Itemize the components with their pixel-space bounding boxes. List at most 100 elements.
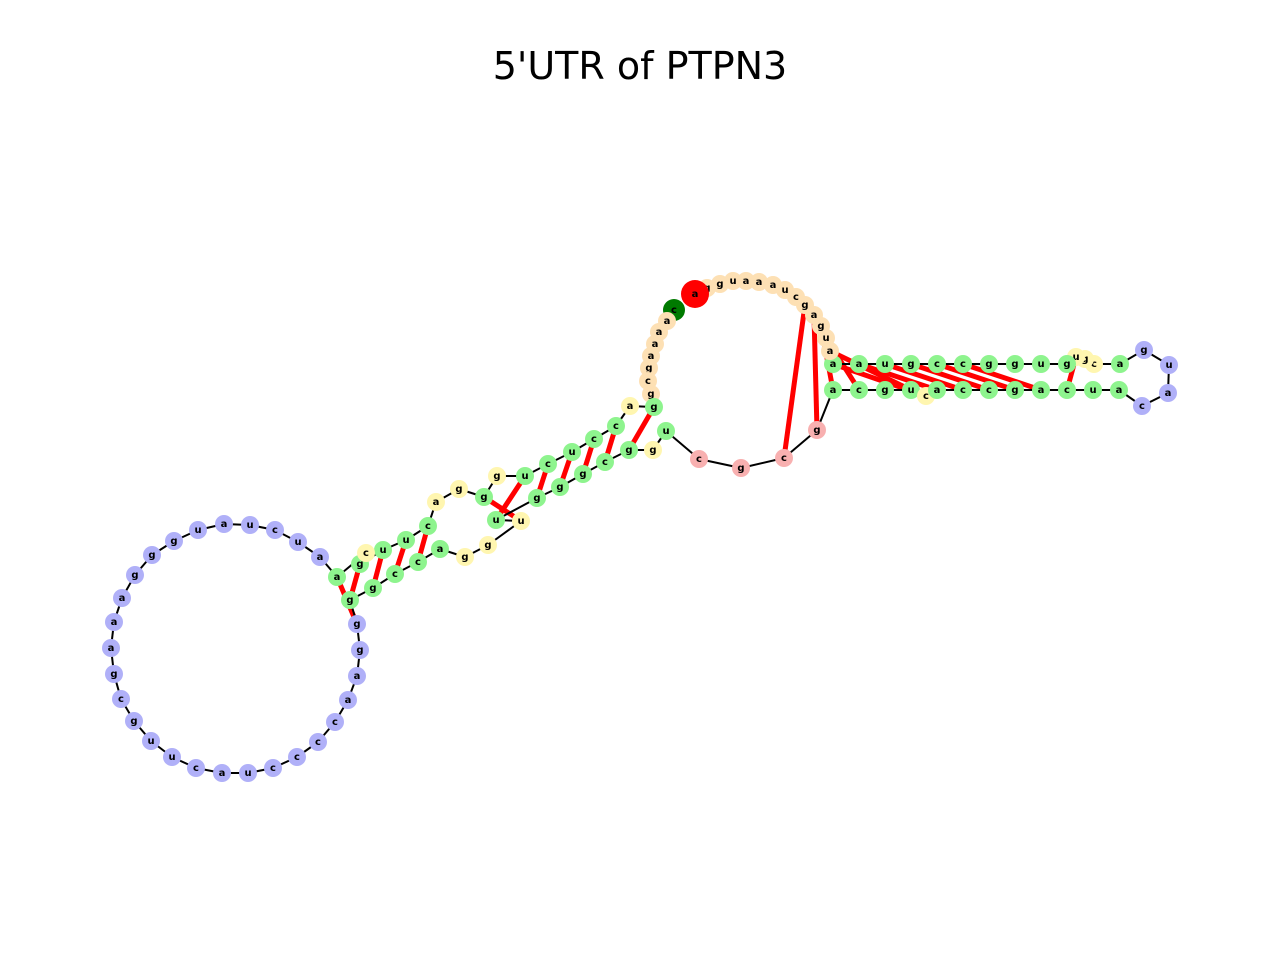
nucleotide-label: c xyxy=(270,763,276,774)
nucleotide-64: g xyxy=(551,478,569,496)
nucleotide-113: a xyxy=(750,273,768,291)
nucleotide-label: g xyxy=(356,645,363,656)
nucleotide-dot xyxy=(326,713,344,731)
nucleotide-dot xyxy=(681,280,709,308)
nucleotide-dot xyxy=(928,381,946,399)
nucleotide-dot xyxy=(113,589,131,607)
nucleotide-label: g xyxy=(813,425,820,436)
nucleotide-98: g xyxy=(980,355,998,373)
nucleotide-36: a xyxy=(105,613,123,631)
nucleotide-label: a xyxy=(756,277,763,288)
nucleotide-label: u xyxy=(1089,385,1096,396)
nucleotide-label: a xyxy=(743,276,750,287)
nucleotide-11: c xyxy=(607,417,625,435)
base-pair-bond xyxy=(962,361,1042,393)
nucleotide-dot xyxy=(105,665,123,683)
nucleotide-label: u xyxy=(1037,359,1044,370)
nucleotide-33: g xyxy=(143,546,161,564)
nucleotide-label: c xyxy=(118,694,124,705)
nucleotide-26: a xyxy=(311,548,329,566)
nucleotide-label: g xyxy=(484,540,491,551)
nucleotide-label: u xyxy=(568,447,575,458)
nucleotide-label: g xyxy=(461,552,468,563)
nucleotide-dot xyxy=(112,690,130,708)
nucleotide-label: a xyxy=(770,280,777,291)
nucleotide-dot xyxy=(142,732,160,750)
nucleotide-label: c xyxy=(591,434,597,445)
nucleotide-dot xyxy=(1110,381,1128,399)
nucleotide-100: c xyxy=(928,355,946,373)
nucleotide-label: g xyxy=(356,559,363,570)
nucleotide-label: g xyxy=(353,619,360,630)
nucleotide-label: a xyxy=(108,643,115,654)
nucleotide-dot xyxy=(479,536,497,554)
nucleotide-label: c xyxy=(793,292,799,303)
nucleotide-30: a xyxy=(215,515,233,533)
nucleotide-label: g xyxy=(881,385,888,396)
nucleotide-dot xyxy=(311,548,329,566)
nucleotide-65: g xyxy=(574,465,592,483)
nucleotide-dot xyxy=(1032,355,1050,373)
nucleotide-101: g xyxy=(902,355,920,373)
nucleotide-dot xyxy=(143,546,161,564)
nucleotide-dot xyxy=(163,748,181,766)
nucleotide-label: a xyxy=(830,385,837,396)
nucleotide-dot xyxy=(1159,384,1177,402)
nucleotide-label: a xyxy=(656,327,663,338)
nucleotide-dot xyxy=(1058,381,1076,399)
nucleotide-62: u xyxy=(487,511,505,529)
nucleotide-dot xyxy=(239,764,257,782)
nucleotide-label: g xyxy=(480,492,487,503)
nucleotide-99: c xyxy=(954,355,972,373)
nucleotide-dot xyxy=(1032,381,1050,399)
nucleotide-label: g xyxy=(131,570,138,581)
nucleotide-dot xyxy=(645,398,663,416)
nucleotide-label: g xyxy=(533,493,540,504)
nucleotide-dot xyxy=(954,355,972,373)
nucleotide-label: c xyxy=(1139,401,1145,412)
nucleotide-91: a xyxy=(1111,355,1129,373)
nucleotide-label: g xyxy=(130,716,137,727)
nucleotide-label: u xyxy=(379,545,386,556)
nucleotide-dot xyxy=(1058,355,1076,373)
nucleotide-dot xyxy=(775,449,793,467)
nucleotide-dot xyxy=(1160,356,1178,374)
nucleotide-label: c xyxy=(671,305,677,316)
nucleotide-label: g xyxy=(647,389,654,400)
nucleotide-dot xyxy=(1135,341,1153,359)
nucleotide-dot xyxy=(189,521,207,539)
nucleotide-54: g xyxy=(341,591,359,609)
nucleotide-72: c xyxy=(775,449,793,467)
nucleotide-dot xyxy=(737,272,755,290)
nucleotide-label: u xyxy=(881,359,888,370)
nucleotide-label: c xyxy=(781,453,787,464)
nucleotide-102: u xyxy=(876,355,894,373)
nucleotide-label: a xyxy=(437,544,444,555)
nucleotide-label: g xyxy=(645,363,652,374)
nucleotide-dot xyxy=(409,553,427,571)
nucleotide-label: c xyxy=(613,421,619,432)
nucleotide-14: c xyxy=(539,455,557,473)
nucleotide-dot xyxy=(241,516,259,534)
nucleotide-label: c xyxy=(1064,385,1070,396)
nucleotide-label: c xyxy=(315,737,321,748)
nucleotide-label: g xyxy=(579,469,586,480)
nucleotide-label: c xyxy=(960,385,966,396)
nucleotide-dot xyxy=(328,568,346,586)
nucleotide-59: g xyxy=(456,548,474,566)
nucleotide-dot xyxy=(397,531,415,549)
nucleotide-label: c xyxy=(272,525,278,536)
nucleotide-label: c xyxy=(294,752,300,763)
nucleotide-69: u xyxy=(657,422,675,440)
nucleotide-10: a xyxy=(621,397,639,415)
nucleotide-dot xyxy=(902,381,920,399)
nucleotide-label: g xyxy=(493,471,500,482)
nucleotide-60: g xyxy=(479,536,497,554)
nucleotide-dot xyxy=(620,441,638,459)
nucleotide-label: a xyxy=(811,310,818,321)
nucleotide-73: g xyxy=(808,421,826,439)
nucleotide-label: g xyxy=(985,359,992,370)
nucleotide-label: u xyxy=(246,520,253,531)
nucleotide-label: c xyxy=(363,548,369,559)
nucleotide-17: g xyxy=(475,488,493,506)
